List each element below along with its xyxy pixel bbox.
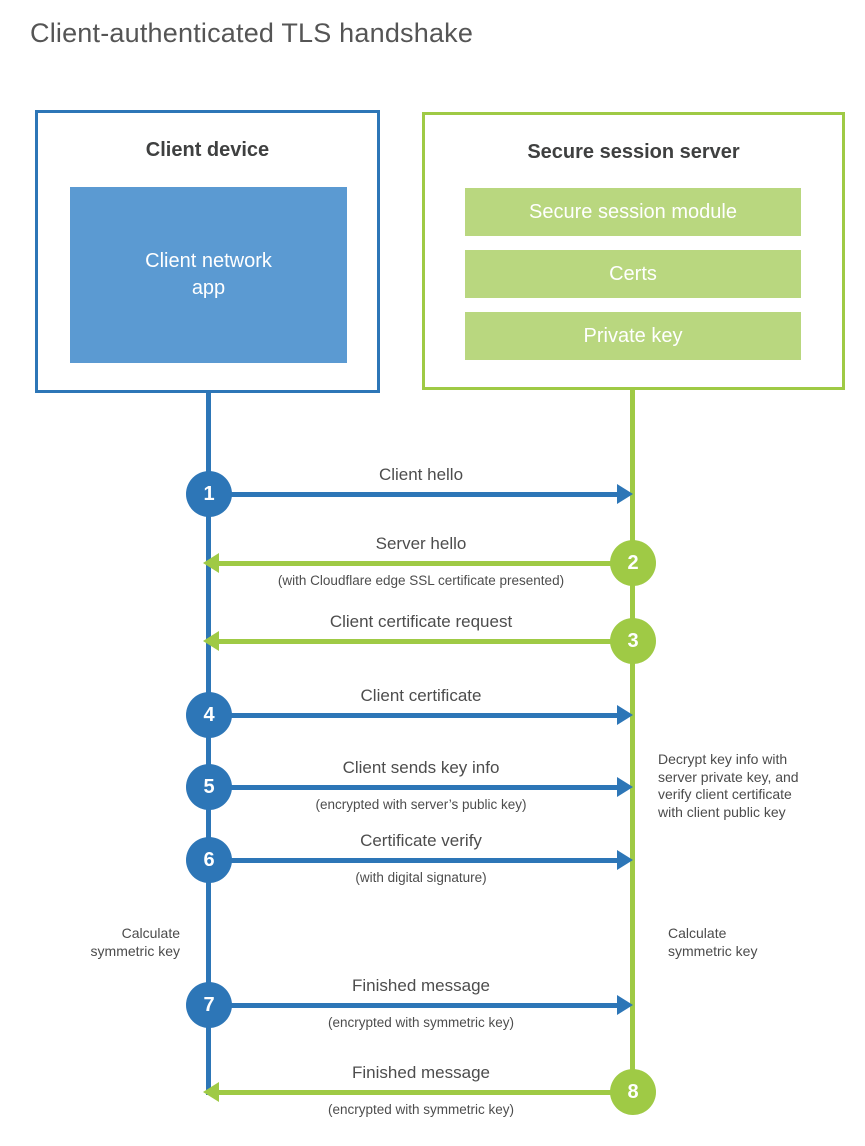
message-label-2: Server hello — [375, 534, 467, 553]
message-label-4: Client certificate — [360, 686, 482, 705]
arrow-right-icon — [617, 777, 633, 797]
arrow-line-6 — [230, 857, 618, 863]
step-circle-6: 6 — [186, 837, 232, 883]
arrow-line-8 — [219, 1089, 612, 1095]
server-certs-bar: Certs — [465, 250, 801, 298]
client-device-box: Client device Client network app — [35, 110, 380, 393]
calculate-symmetric-key-note-server: Calculate symmetric key — [668, 925, 758, 959]
step-circle-5: 5 — [186, 764, 232, 810]
message-sublabel-2: (with Cloudflare edge SSL certificate pr… — [277, 573, 565, 588]
server-module-bar: Secure session module — [465, 188, 801, 236]
message-label-5: Client sends key info — [342, 758, 500, 777]
decrypt-key-note: Decrypt key info with server private key… — [658, 751, 799, 820]
arrow-left-icon — [203, 631, 219, 651]
message-label-1: Client hello — [378, 465, 464, 484]
step-circle-3: 3 — [610, 618, 656, 664]
arrow-line-2 — [219, 560, 612, 566]
arrow-right-icon — [617, 705, 633, 725]
secure-session-server-box: Secure session server Secure session mod… — [422, 112, 845, 390]
arrow-left-icon — [203, 553, 219, 573]
arrow-right-icon — [617, 484, 633, 504]
message-sublabel-6: (with digital signature) — [355, 870, 487, 885]
message-label-8: Finished message — [352, 1063, 490, 1082]
arrow-left-icon — [203, 1082, 219, 1102]
calculate-symmetric-key-note-client: Calculate symmetric key — [90, 925, 180, 959]
client-device-title: Client device — [145, 139, 270, 161]
arrow-line-7 — [230, 1002, 618, 1008]
client-network-app-label: Client network app — [145, 250, 272, 299]
arrow-right-icon — [617, 995, 633, 1015]
step-circle-8: 8 — [610, 1069, 656, 1115]
message-sublabel-5: (encrypted with server’s public key) — [315, 797, 527, 812]
arrow-line-1 — [230, 491, 618, 497]
arrow-right-icon — [617, 850, 633, 870]
server-private-key-bar: Private key — [465, 312, 801, 360]
arrow-line-4 — [230, 712, 618, 718]
message-sublabel-8: (encrypted with symmetric key) — [327, 1102, 515, 1117]
step-circle-2: 2 — [610, 540, 656, 586]
client-lifeline — [206, 393, 211, 1095]
secure-session-server-title: Secure session server — [527, 141, 740, 163]
message-label-3: Client certificate request — [329, 612, 513, 631]
arrow-line-5 — [230, 784, 618, 790]
step-circle-4: 4 — [186, 692, 232, 738]
server-lifeline — [630, 390, 635, 1092]
client-network-app-box: Client network app — [70, 187, 347, 363]
arrow-line-3 — [219, 638, 612, 644]
message-sublabel-7: (encrypted with symmetric key) — [327, 1015, 515, 1030]
page-title: Client-authenticated TLS handshake — [30, 18, 474, 48]
step-circle-1: 1 — [186, 471, 232, 517]
step-circle-7: 7 — [186, 982, 232, 1028]
message-label-7: Finished message — [352, 976, 490, 995]
message-label-6: Certificate verify — [360, 831, 482, 850]
